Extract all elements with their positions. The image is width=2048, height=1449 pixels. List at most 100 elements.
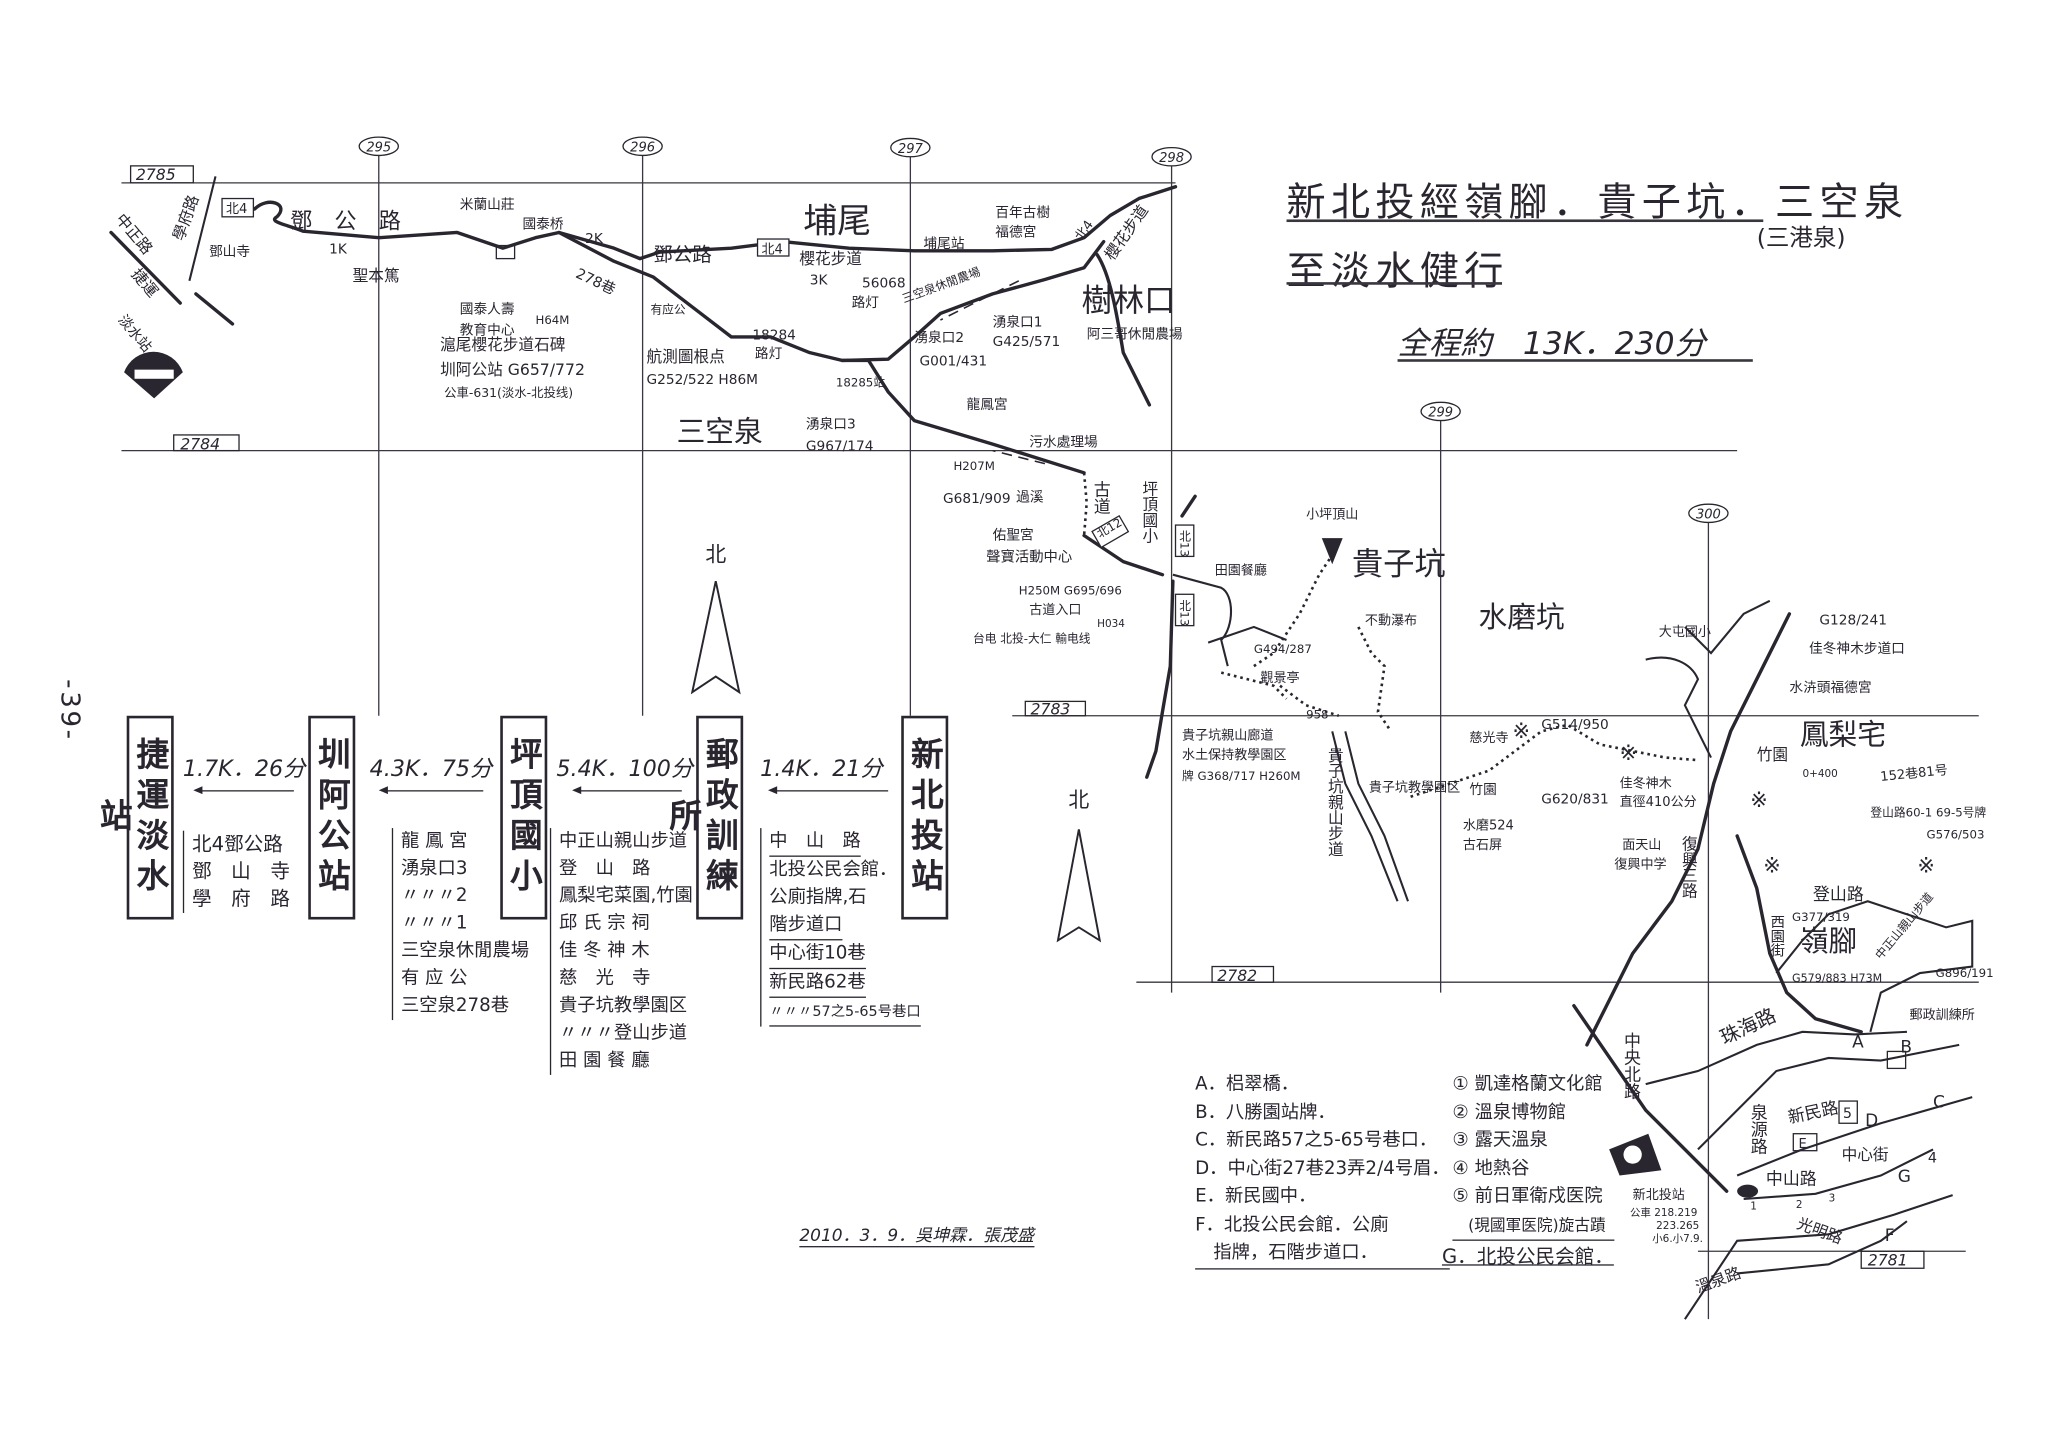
map-label: 3K	[810, 273, 829, 289]
road-quanyuan	[1697, 1043, 1960, 1151]
road-label: 鄧公路	[653, 243, 712, 266]
map-label: G425/571	[993, 334, 1061, 350]
road-zhuhai	[1645, 1030, 1907, 1086]
segment-distance: 1.7K．26分	[182, 756, 306, 783]
trail-gudao	[1082, 472, 1089, 536]
road-label: 珠海路	[1716, 1004, 1779, 1050]
grid-label-2782: 2782	[1217, 966, 1257, 985]
road-label: 櫻花步道	[799, 249, 862, 268]
map-label: 面天山	[1622, 838, 1661, 853]
waypoint: 中 山 路	[769, 828, 861, 857]
map-label: 1K	[329, 241, 348, 257]
title-alias: (三港泉)	[1756, 224, 1846, 253]
legend-letters: A．梠翠橋． B．八勝園站牌． C．新民路57之5-65号巷口． D．中心街27…	[1195, 1071, 1450, 1269]
route-sign-bei13	[1174, 593, 1195, 627]
segment-distance: 1.4K．21分	[760, 756, 883, 783]
map-label: G579/883 H73M	[1792, 972, 1882, 985]
poi-box-E	[1792, 1133, 1818, 1152]
page-title: 新北投經嶺腳．貴子坑．三空泉	[1286, 180, 1909, 226]
grid-label-297: 297	[898, 142, 924, 157]
map-label: 古石屏	[1463, 838, 1502, 853]
map-label: 過溪	[1016, 490, 1044, 506]
place-shuimokeng: 水磨坑	[1479, 600, 1565, 634]
road-label: 北4	[226, 202, 247, 217]
title-underline	[1286, 219, 1764, 223]
poi-marker-5: 5	[1843, 1106, 1852, 1122]
legend-numbers: ① 凱達格蘭文化館 ② 溫泉博物館 ③ 露天溫泉 ④ 地熱谷 ⑤ 前日軍衛戍医院…	[1442, 1071, 1614, 1271]
symbols: ※ ※ ※ ※ ※ 北 北	[124, 197, 1935, 1198]
place-lingjiao: 嶺腳	[1800, 924, 1857, 958]
direction-arrow	[193, 786, 294, 795]
legend-item: ⑤ 前日軍衛戍医院	[1452, 1185, 1603, 1207]
road-shulinkou	[1095, 252, 1152, 407]
map-label: G514/950	[1541, 717, 1609, 733]
map-label: 教育中心	[460, 322, 515, 338]
map-label: 水泋頭福德宮	[1789, 680, 1871, 696]
map-label: 復興中学	[1614, 857, 1666, 873]
grid-label-2785: 2785	[136, 165, 176, 184]
waypoint: 邱 氏 宗 祠	[559, 912, 650, 934]
map-label: 0+400	[1802, 768, 1837, 780]
map-label: 小坪頂山	[1306, 508, 1358, 523]
route-arrows-1	[940, 280, 1046, 465]
waypoint-list: 中 山 路 北投公民会館． 公廁指牌,石 階步道口 中心街10巷 新民路62巷 …	[760, 828, 921, 1027]
map-label: H034	[1097, 618, 1125, 630]
map-label: G620/831	[1541, 791, 1609, 807]
waypoint: 慈 光 寺	[559, 967, 651, 989]
road-xiyuan	[1735, 834, 1863, 1034]
place-shulinkou: 樹林口	[1081, 283, 1175, 319]
road-label: 西園街	[1768, 914, 1784, 957]
road-label: 中山路	[1766, 1170, 1817, 1190]
map-label: 有应公	[650, 302, 686, 316]
map-label: 水磨524	[1463, 818, 1514, 833]
waypoint: 佳 冬 神 木	[559, 940, 650, 962]
road-label: 登山路	[1813, 885, 1864, 905]
waypoint: 學 府 路	[191, 886, 290, 911]
map-label: 龍鳳宮	[967, 396, 1008, 413]
map-label: G967/174	[806, 439, 874, 455]
waypoint: 北4鄧公路	[191, 831, 283, 856]
waypoint: 中心街10巷	[769, 940, 866, 970]
post-office-icon	[1886, 1050, 1907, 1070]
tree-icon: ※	[1512, 719, 1530, 743]
grid-label-298: 298	[1159, 151, 1184, 166]
map-annotations: 鄧山寺 1K 2K 3K 聖本篤 米蘭山莊 國泰桥 國泰人壽 教育中心 H64M…	[209, 197, 1994, 1246]
grid-label-2784: 2784	[180, 434, 220, 453]
place-names: 埔尾 樹林口 三空泉 貴子坑 水磨坑 鳳梨宅 嶺腳	[677, 201, 1886, 957]
poi-marker-2: 2	[1796, 1199, 1803, 1211]
map-label: 三空泉休閒農場	[900, 264, 982, 305]
map-label: 18284	[752, 328, 796, 344]
grid-label-299: 299	[1428, 406, 1453, 421]
waypoint: 公廁指牌,石	[769, 886, 867, 908]
segment-distance: 5.4K．100分	[556, 756, 694, 783]
road-label: 北4	[761, 242, 782, 257]
road-label: 北13	[1178, 530, 1192, 557]
map-label: 貴子坑親山步道	[1325, 747, 1344, 857]
map-label: 貴子坑親山廊道	[1182, 727, 1273, 743]
road-xuefu	[188, 176, 217, 282]
waypoint: 有 应 公	[400, 967, 468, 989]
map-label: H64M	[536, 313, 570, 327]
road-fuxing3	[1585, 612, 1792, 1047]
road-label: 鄧 公 路	[290, 209, 401, 235]
waypoint: 北投公民会館．	[769, 859, 898, 881]
legend-item: ④ 地熱谷	[1452, 1157, 1530, 1179]
map-label: 污水處理場	[1029, 435, 1098, 451]
tree-icon: ※	[1763, 853, 1780, 877]
poi-marker-1: 1	[1750, 1200, 1757, 1212]
map-label: G128/241	[1819, 612, 1887, 628]
map-label: H207M	[953, 459, 994, 473]
map-label: 古道入口	[1029, 603, 1081, 618]
grid: 2785 2784 2783 2782 2781 295 296 297 298…	[121, 136, 1979, 1320]
road-label: 中心街	[1842, 1145, 1889, 1164]
map-label: 不動瀑布	[1365, 612, 1417, 628]
map-label: 航測圖根点	[647, 347, 725, 366]
road-label: 捷運	[128, 265, 163, 301]
map-label: 慈光寺	[1469, 731, 1508, 746]
map-label: 大屯國小	[1659, 625, 1711, 640]
waypoint-list: 中正山親山步道 登 山 路 鳳梨宅菜園,竹園 邱 氏 宗 祠 佳 冬 神 木 慈…	[549, 828, 693, 1075]
road-tianyuan	[1172, 573, 1232, 667]
credits: 2010．3．9．吳坤霖．張茂盛	[799, 1221, 1034, 1248]
road-bei12	[1082, 533, 1165, 577]
